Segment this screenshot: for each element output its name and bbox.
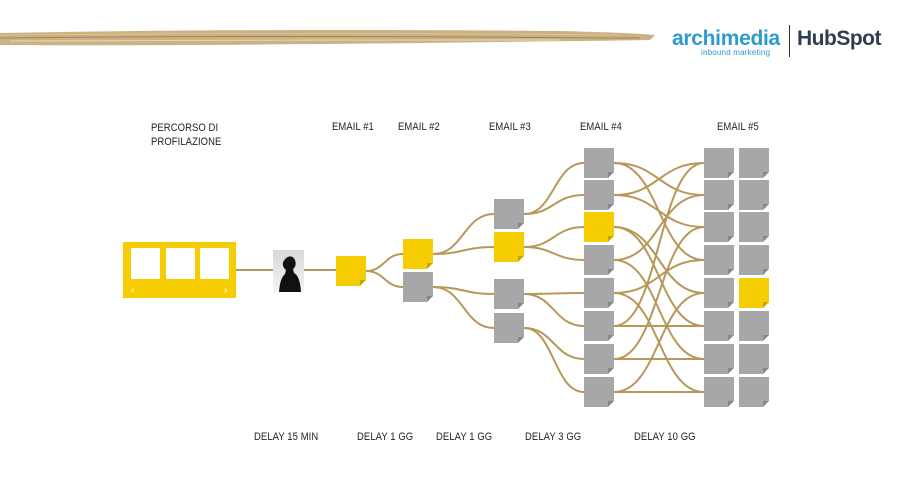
email-3-node	[494, 199, 524, 229]
delay-1-label: DELAY 15 MIN	[254, 431, 319, 443]
email-5-node	[739, 245, 769, 275]
email-5-node	[704, 180, 734, 210]
email-5-node	[704, 148, 734, 178]
archimedia-tagline: inbound marketing	[701, 48, 771, 57]
person-silhouette-icon	[273, 250, 304, 292]
connector-line	[523, 327, 585, 393]
email-4-node	[584, 344, 614, 374]
profile-label-line2: PROFILAZIONE	[151, 136, 222, 148]
connector-line	[523, 226, 585, 248]
connector-line	[523, 162, 585, 215]
nodes-layer: ‹›	[123, 148, 769, 407]
connector-line	[613, 226, 705, 360]
connector-line	[613, 194, 705, 261]
delay-3-label: DELAY 1 GG	[436, 431, 493, 443]
email-2-node	[403, 272, 433, 302]
connector-line	[523, 246, 585, 261]
email-4-node	[584, 212, 614, 242]
email-4-label: EMAIL #4	[580, 121, 622, 133]
email-4-node	[584, 278, 614, 308]
connector-line	[613, 259, 705, 294]
connector-line	[613, 162, 705, 327]
logo-divider	[789, 25, 790, 57]
email-2-label: EMAIL #2	[398, 121, 440, 133]
email-1-node	[336, 256, 366, 286]
email-5-node	[704, 212, 734, 242]
email-5-node	[704, 278, 734, 308]
email-3-node	[494, 313, 524, 343]
profile-label-line1: PERCORSO DI	[151, 122, 219, 134]
email-4-node	[584, 377, 614, 407]
carousel-slide	[200, 248, 229, 279]
connector-line	[365, 253, 404, 272]
connector-line	[365, 270, 404, 288]
connector-line	[613, 292, 705, 393]
email-5-node	[739, 180, 769, 210]
email-5-node	[704, 344, 734, 374]
email-1-label: EMAIL #1	[332, 121, 374, 133]
connector-line	[523, 293, 585, 327]
email-4-node	[584, 180, 614, 210]
email-5-node	[739, 377, 769, 407]
carousel-next-icon: ›	[224, 285, 227, 296]
email-5-node	[739, 148, 769, 178]
connector-line	[613, 259, 705, 360]
profiling-carousel: ‹›	[123, 242, 236, 298]
connector-line	[613, 226, 705, 294]
connector-line	[432, 286, 495, 329]
email-3-label: EMAIL #3	[489, 121, 531, 133]
header-brush-stroke	[0, 29, 655, 46]
connector-line	[523, 327, 585, 360]
profile-path-label: PERCORSO DI PROFILAZIONE	[151, 121, 228, 149]
carousel-slide	[166, 248, 195, 279]
hubspot-logo: HubSpot	[797, 27, 881, 50]
email-5-node	[739, 344, 769, 374]
connector-line	[523, 292, 585, 295]
email-3-node	[494, 232, 524, 262]
connector-line	[432, 246, 495, 255]
archimedia-logo-text: archimedia	[672, 27, 780, 50]
email-4-node	[584, 311, 614, 341]
delay-5-label: DELAY 10 GG	[634, 431, 696, 443]
delay-4-label: DELAY 3 GG	[525, 431, 582, 443]
connector-line	[613, 162, 705, 196]
email-5-node	[739, 311, 769, 341]
connector-line	[432, 213, 495, 255]
email-5-node	[704, 311, 734, 341]
email-5-node	[739, 212, 769, 242]
connector-line	[523, 194, 585, 215]
connector-line	[613, 194, 705, 228]
email-5-node	[704, 377, 734, 407]
email-4-node	[584, 245, 614, 275]
email-4-node	[584, 148, 614, 178]
email-5-label: EMAIL #5	[717, 121, 759, 133]
carousel-slide	[131, 248, 160, 279]
email-5-node	[704, 245, 734, 275]
email-5-node	[739, 278, 769, 308]
carousel-prev-icon: ‹	[131, 285, 134, 296]
email-2-node	[403, 239, 433, 269]
email-3-node	[494, 279, 524, 309]
connector-lines	[236, 162, 705, 394]
archimedia-logo: archimedia	[672, 27, 780, 51]
delay-2-label: DELAY 1 GG	[357, 431, 414, 443]
